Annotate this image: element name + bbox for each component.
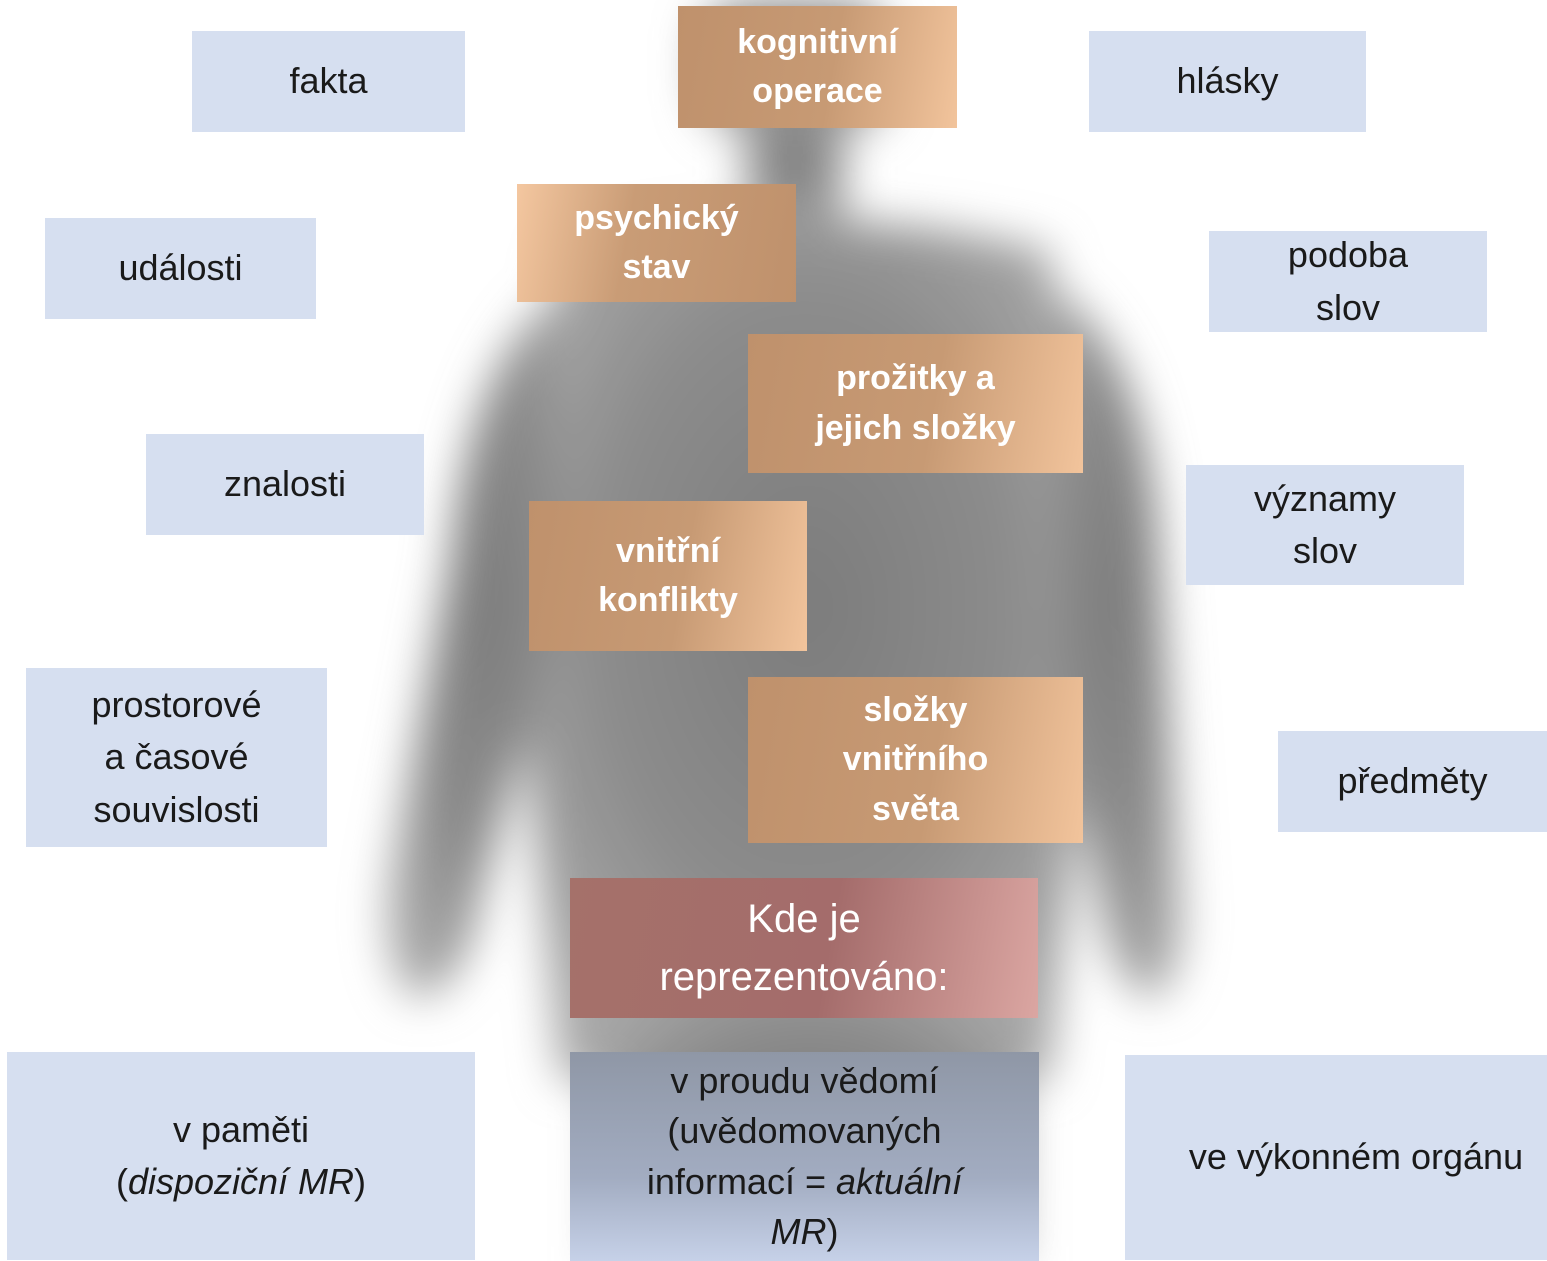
box-text-line: konflikty [598, 581, 738, 619]
box-text-line: stav [622, 248, 691, 286]
box-udalosti: události [45, 218, 316, 319]
box-text-line: a časové [104, 736, 249, 778]
box-text: fakta [289, 60, 368, 102]
box-fakta: fakta [192, 31, 465, 132]
paren-open: ( [115, 1161, 128, 1202]
box-text-line: slov [1292, 530, 1358, 571]
box-text-line: prožitky a [836, 359, 995, 398]
box-text-line: prostorové [91, 684, 262, 726]
box-znalosti: znalosti [146, 434, 424, 535]
box-text-line: složky [863, 691, 968, 730]
box-text-line: operace [752, 72, 883, 110]
box-v-pameti: v paměti (dispoziční MR) [7, 1052, 475, 1260]
box-vnitrni-konflikty: vnitřní konflikty [529, 501, 807, 651]
paren-close: ) [354, 1161, 367, 1202]
box-text-line: významy [1253, 477, 1397, 519]
box-text: hlásky [1176, 60, 1279, 102]
box-text: ve výkonném orgánu [1188, 1136, 1524, 1178]
box-text-line: MR) [647, 1207, 962, 1257]
box-psychicky-stav: psychický stav [517, 184, 796, 302]
box-prostorove-souvislosti: prostorové a časové souvislosti [26, 668, 327, 847]
term-mr: MR [770, 1210, 827, 1252]
box-predmety: předměty [1278, 731, 1547, 832]
box-text-line: slov [1315, 286, 1380, 328]
box-kognitivni-operace: kognitivní operace [678, 6, 957, 128]
box-text-line: jejich složky [815, 408, 1016, 447]
box-slozky-sveta: složky vnitřního světa [748, 677, 1083, 843]
box-text-line: (uvědomovaných [667, 1110, 942, 1152]
box-text-line: reprezentováno: [659, 955, 949, 999]
box-text-line: (dispoziční MR) [116, 1156, 366, 1208]
box-hlasky: hlásky [1089, 31, 1366, 132]
box-text-line: vnitřní [616, 531, 720, 570]
box-text-line: informací = aktuální [647, 1157, 962, 1207]
text-plain: informací = [646, 1160, 836, 1202]
box-text: znalosti [223, 463, 347, 505]
term-dispozicni-mr: dispoziční MR [127, 1161, 355, 1202]
box-text: události [118, 247, 243, 289]
box-ve-vykonnem-organu: ve výkonném orgánu [1125, 1055, 1547, 1260]
box-text-line: podoba [1287, 234, 1409, 276]
box-text-line: psychický [574, 198, 739, 237]
box-text-line: světa [872, 789, 959, 828]
box-text-line: Kde je [747, 897, 861, 941]
box-text: předměty [1337, 760, 1488, 802]
box-text-line: kognitivní [737, 22, 898, 61]
term-aktualni: aktuální [835, 1160, 963, 1202]
paren-close: ) [826, 1210, 839, 1252]
box-text-line: v proudu vědomí [670, 1059, 939, 1101]
box-text-line: souvislosti [93, 788, 260, 830]
box-vyznamy-slov: významy slov [1186, 465, 1464, 585]
box-v-proudu-vedomi: v proudu vědomí (uvědomovaných informací… [570, 1052, 1039, 1261]
box-text-line: v paměti [172, 1108, 310, 1150]
box-text-line: vnitřního [842, 740, 989, 779]
box-prozitky: prožitky a jejich složky [748, 334, 1083, 473]
box-kde-je-reprezentovano: Kde je reprezentováno: [570, 878, 1038, 1018]
box-podoba-slov: podoba slov [1209, 231, 1487, 332]
